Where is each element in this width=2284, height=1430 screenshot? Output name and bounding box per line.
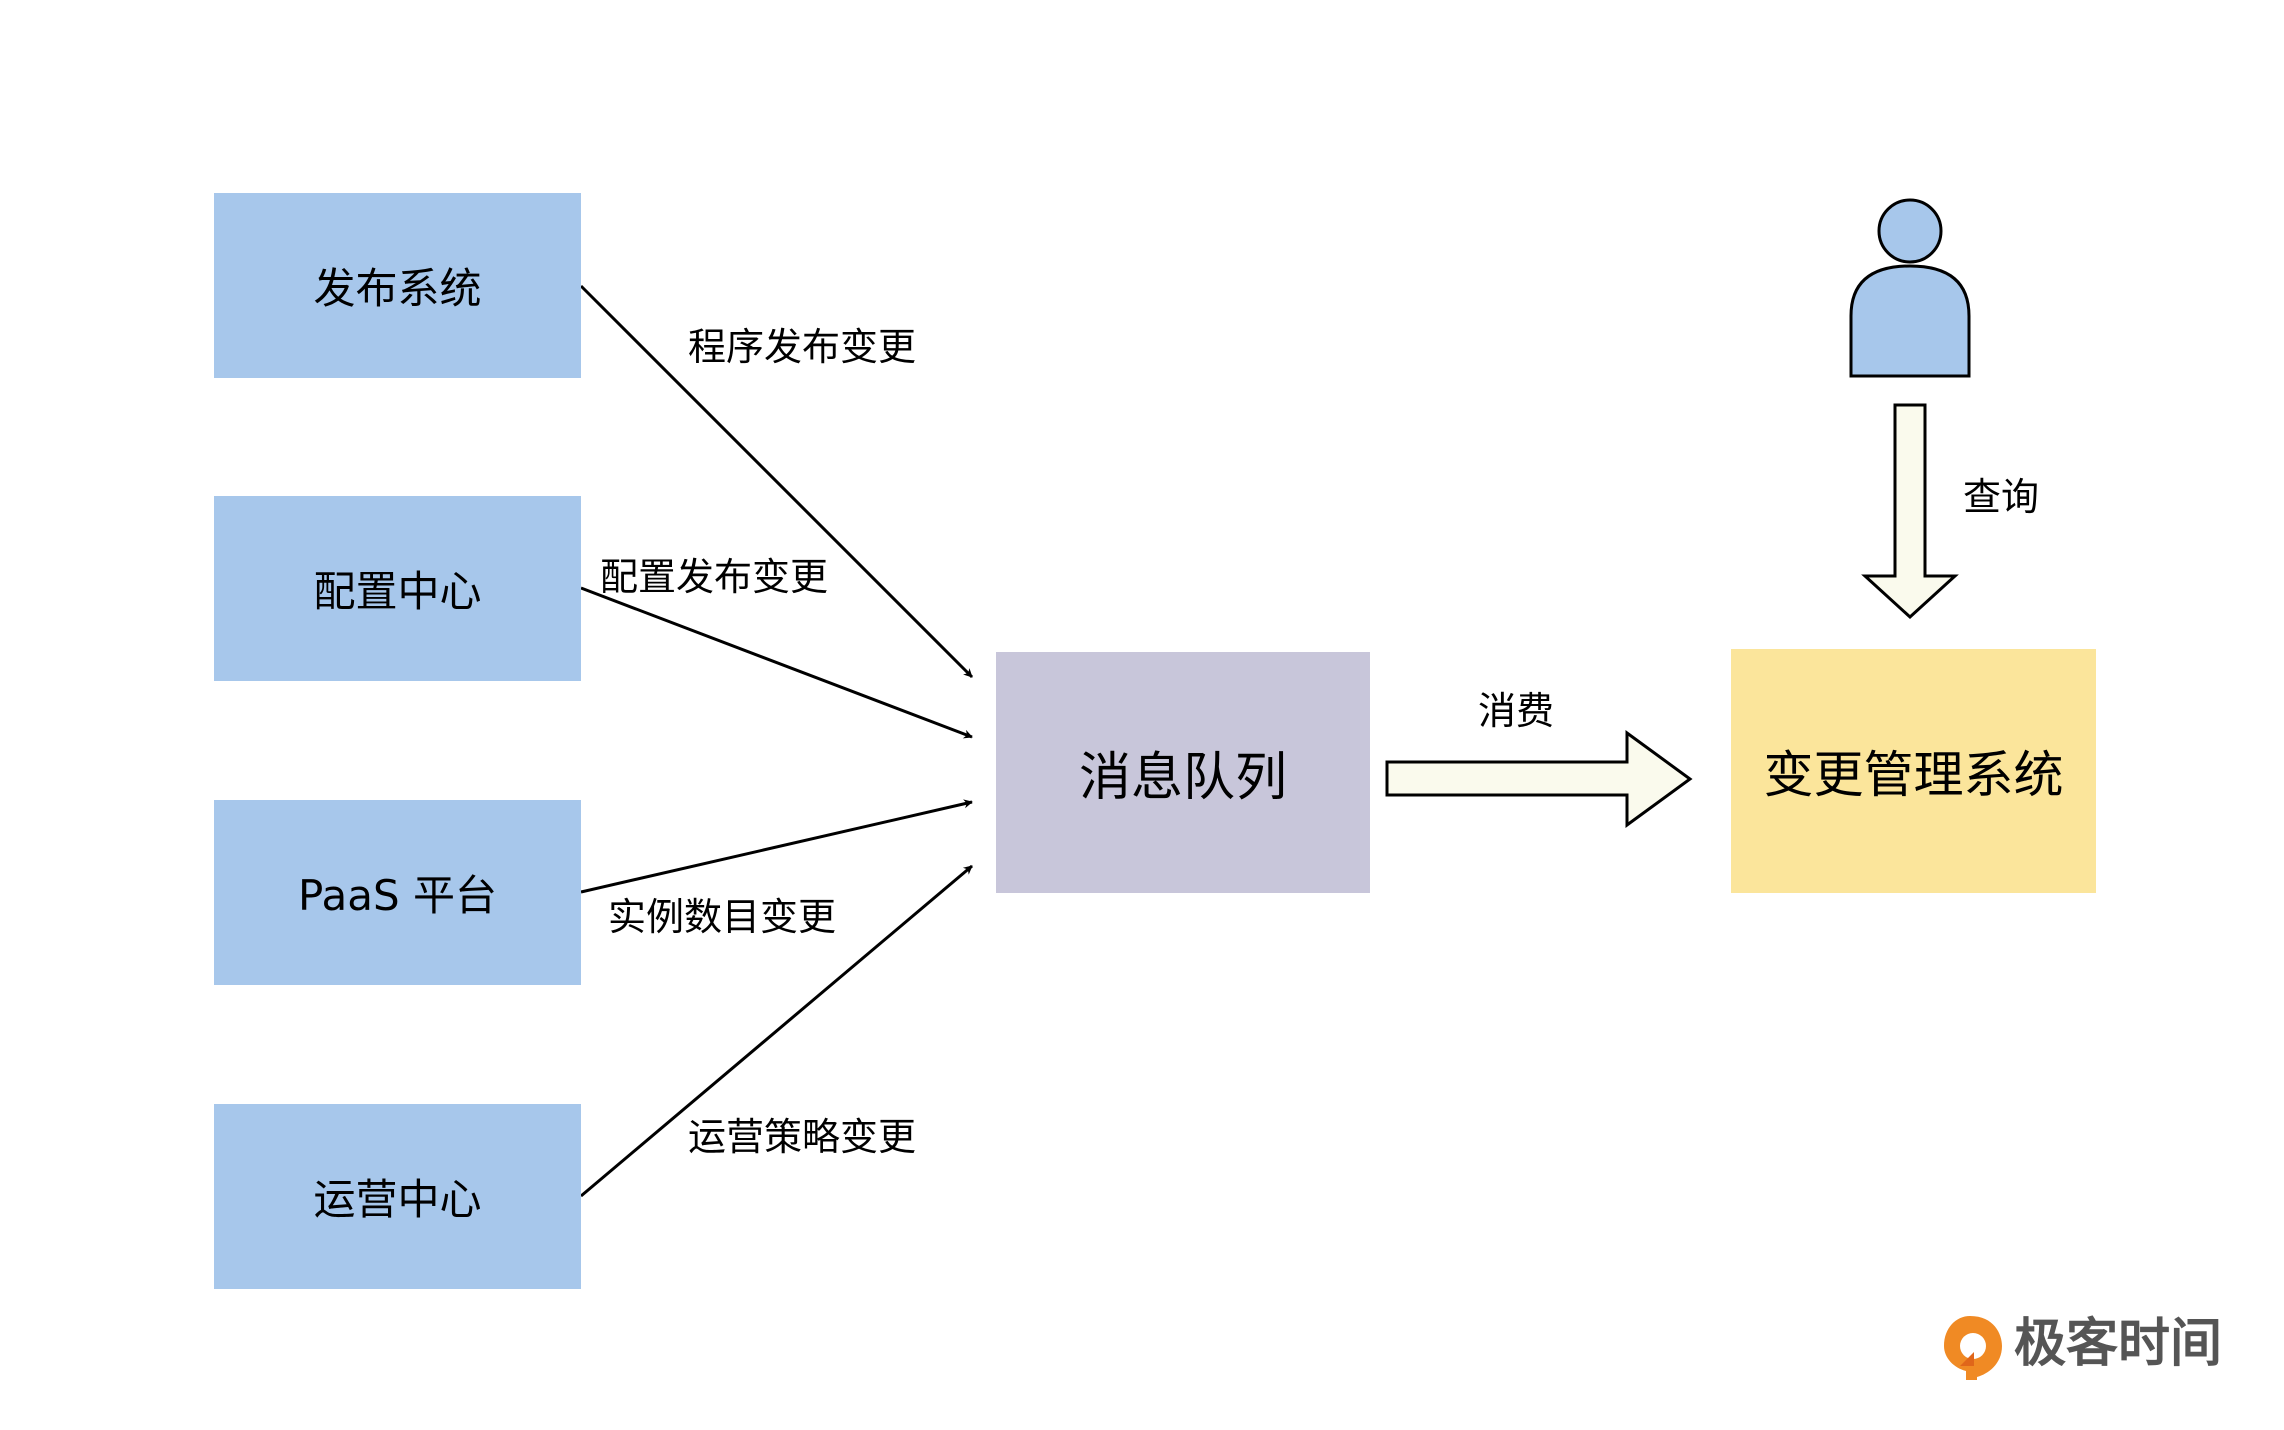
consume-block-arrow xyxy=(1385,730,1693,828)
edge-publish xyxy=(579,284,974,679)
logo-text: 极客时间 xyxy=(2014,1314,2223,1374)
source-label: PaaS 平台 xyxy=(298,871,497,920)
source-ops-center: 运营中心 xyxy=(214,1104,581,1289)
message-queue-box: 消息队列 xyxy=(996,652,1370,893)
consumer-label: 变更管理系统 xyxy=(1763,746,2064,804)
source-config-center: 配置中心 xyxy=(214,496,581,681)
query-label: 查询 xyxy=(1963,475,2040,519)
source-paas-platform: PaaS 平台 xyxy=(214,800,581,985)
geektime-logo: 极客时间 xyxy=(1940,1312,2222,1376)
queue-label: 消息队列 xyxy=(1078,748,1287,808)
edge-ops xyxy=(580,864,973,1198)
geektime-logo-icon xyxy=(1944,1316,2002,1380)
source-label: 运营中心 xyxy=(313,1175,482,1224)
consume-label: 消费 xyxy=(1478,689,1555,733)
user-icon xyxy=(1849,198,1971,378)
edge-config xyxy=(580,586,973,739)
edge-label-ops: 运营策略变更 xyxy=(688,1115,917,1159)
source-label: 发布系统 xyxy=(313,264,482,313)
query-block-arrow xyxy=(1861,403,1959,620)
change-management-system-box: 变更管理系统 xyxy=(1731,649,2096,893)
source-publish-system: 发布系统 xyxy=(214,193,581,378)
edge-label-publish: 程序发布变更 xyxy=(688,325,917,369)
edge-paas xyxy=(580,799,973,894)
edge-label-config: 配置发布变更 xyxy=(600,555,829,599)
edge-label-paas: 实例数目变更 xyxy=(608,895,837,939)
source-label: 配置中心 xyxy=(313,567,482,616)
